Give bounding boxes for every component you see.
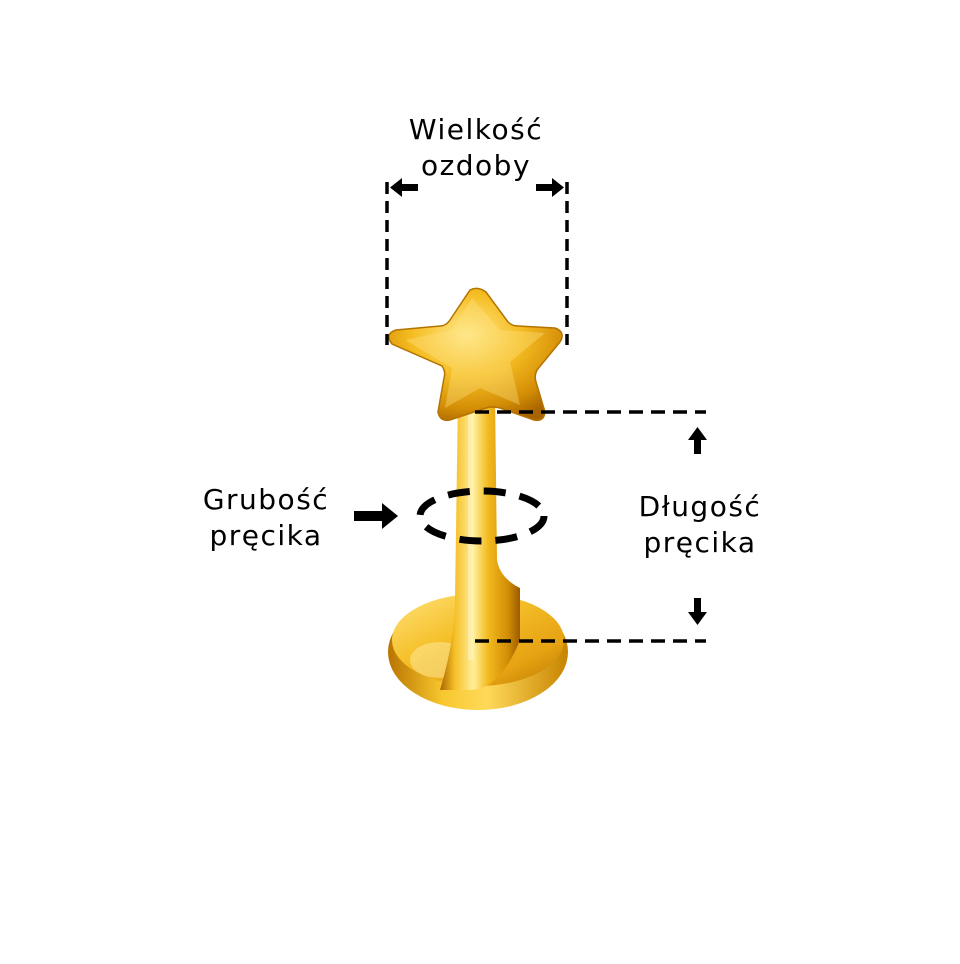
arrow-icon bbox=[390, 178, 418, 197]
star-facet-highlight bbox=[405, 298, 545, 408]
arrow-icon bbox=[688, 427, 707, 454]
bar-thickness-label-line2: pręcika bbox=[209, 519, 323, 552]
star-ornament bbox=[388, 287, 563, 422]
bar-length-label-line1: Długość bbox=[638, 490, 762, 523]
bar-highlight bbox=[468, 400, 474, 660]
thickness-dashed-ellipse bbox=[416, 487, 548, 545]
bar-length-label-line2: pręcika bbox=[643, 526, 757, 559]
ornament-size-label-line1: Wielkość bbox=[408, 113, 544, 146]
bar-thickness-label: Grubość pręcika bbox=[186, 482, 346, 554]
bar-length-label: Długość pręcika bbox=[620, 489, 780, 561]
bar-thickness-label-line1: Grubość bbox=[202, 483, 330, 516]
arrow-icon bbox=[688, 598, 707, 625]
ornament-size-label-line2: ozdoby bbox=[420, 149, 532, 182]
piercing-product bbox=[388, 287, 568, 710]
arrow-icon bbox=[354, 503, 398, 529]
thickness-dimension bbox=[354, 487, 548, 545]
ornament-size-label: Wielkość ozdoby bbox=[386, 112, 566, 184]
arrow-icon bbox=[536, 178, 564, 197]
ornament-size-dimension bbox=[385, 182, 569, 345]
length-dimension bbox=[475, 410, 706, 643]
